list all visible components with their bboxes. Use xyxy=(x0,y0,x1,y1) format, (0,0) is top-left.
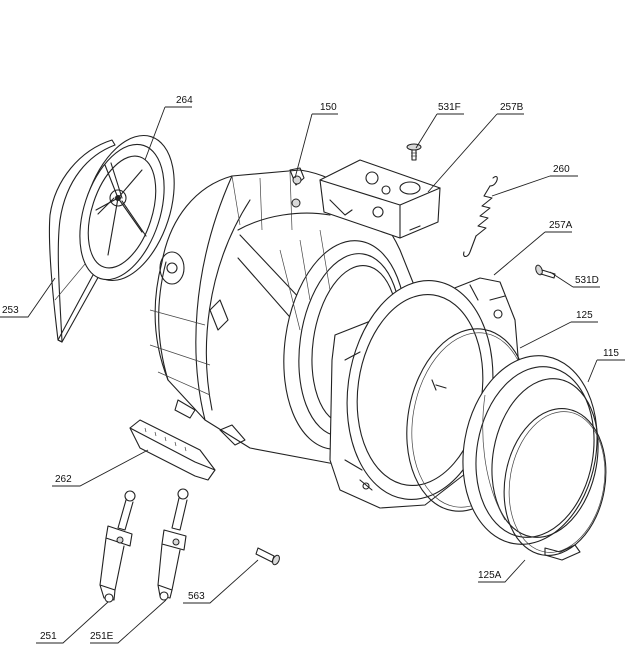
callout-125a: 125A xyxy=(478,570,502,581)
callout-563: 563 xyxy=(188,591,205,602)
callout-531d: 531D xyxy=(575,275,599,286)
shock-absorber-251e xyxy=(157,488,189,601)
screw-531f xyxy=(406,143,422,161)
callout-260: 260 xyxy=(553,164,570,175)
door-gasket xyxy=(462,355,599,545)
suspension-spring xyxy=(463,176,498,258)
shock-absorber-251 xyxy=(99,490,136,603)
callout-264: 264 xyxy=(176,95,193,106)
gasket-clamp xyxy=(503,408,607,561)
callout-257a: 257A xyxy=(549,220,573,231)
callout-125: 125 xyxy=(576,310,593,321)
pin-563 xyxy=(255,547,280,566)
callout-150: 150 xyxy=(320,102,337,113)
callout-257b: 257B xyxy=(500,102,524,113)
callout-labels: 264 253 150 531F 257B 260 257A 531D 125 … xyxy=(2,95,619,642)
callout-251: 251 xyxy=(40,631,57,642)
callout-115: 115 xyxy=(603,348,619,359)
screw-531d xyxy=(535,264,556,279)
callout-262: 262 xyxy=(55,474,72,485)
callout-251e: 251E xyxy=(90,631,114,642)
drum-pulley xyxy=(79,134,175,282)
leader-lines xyxy=(0,106,625,644)
counterweight-top xyxy=(319,159,441,239)
callout-531f: 531F xyxy=(438,102,461,113)
callout-253: 253 xyxy=(2,305,19,316)
front-counterweight xyxy=(129,419,216,481)
